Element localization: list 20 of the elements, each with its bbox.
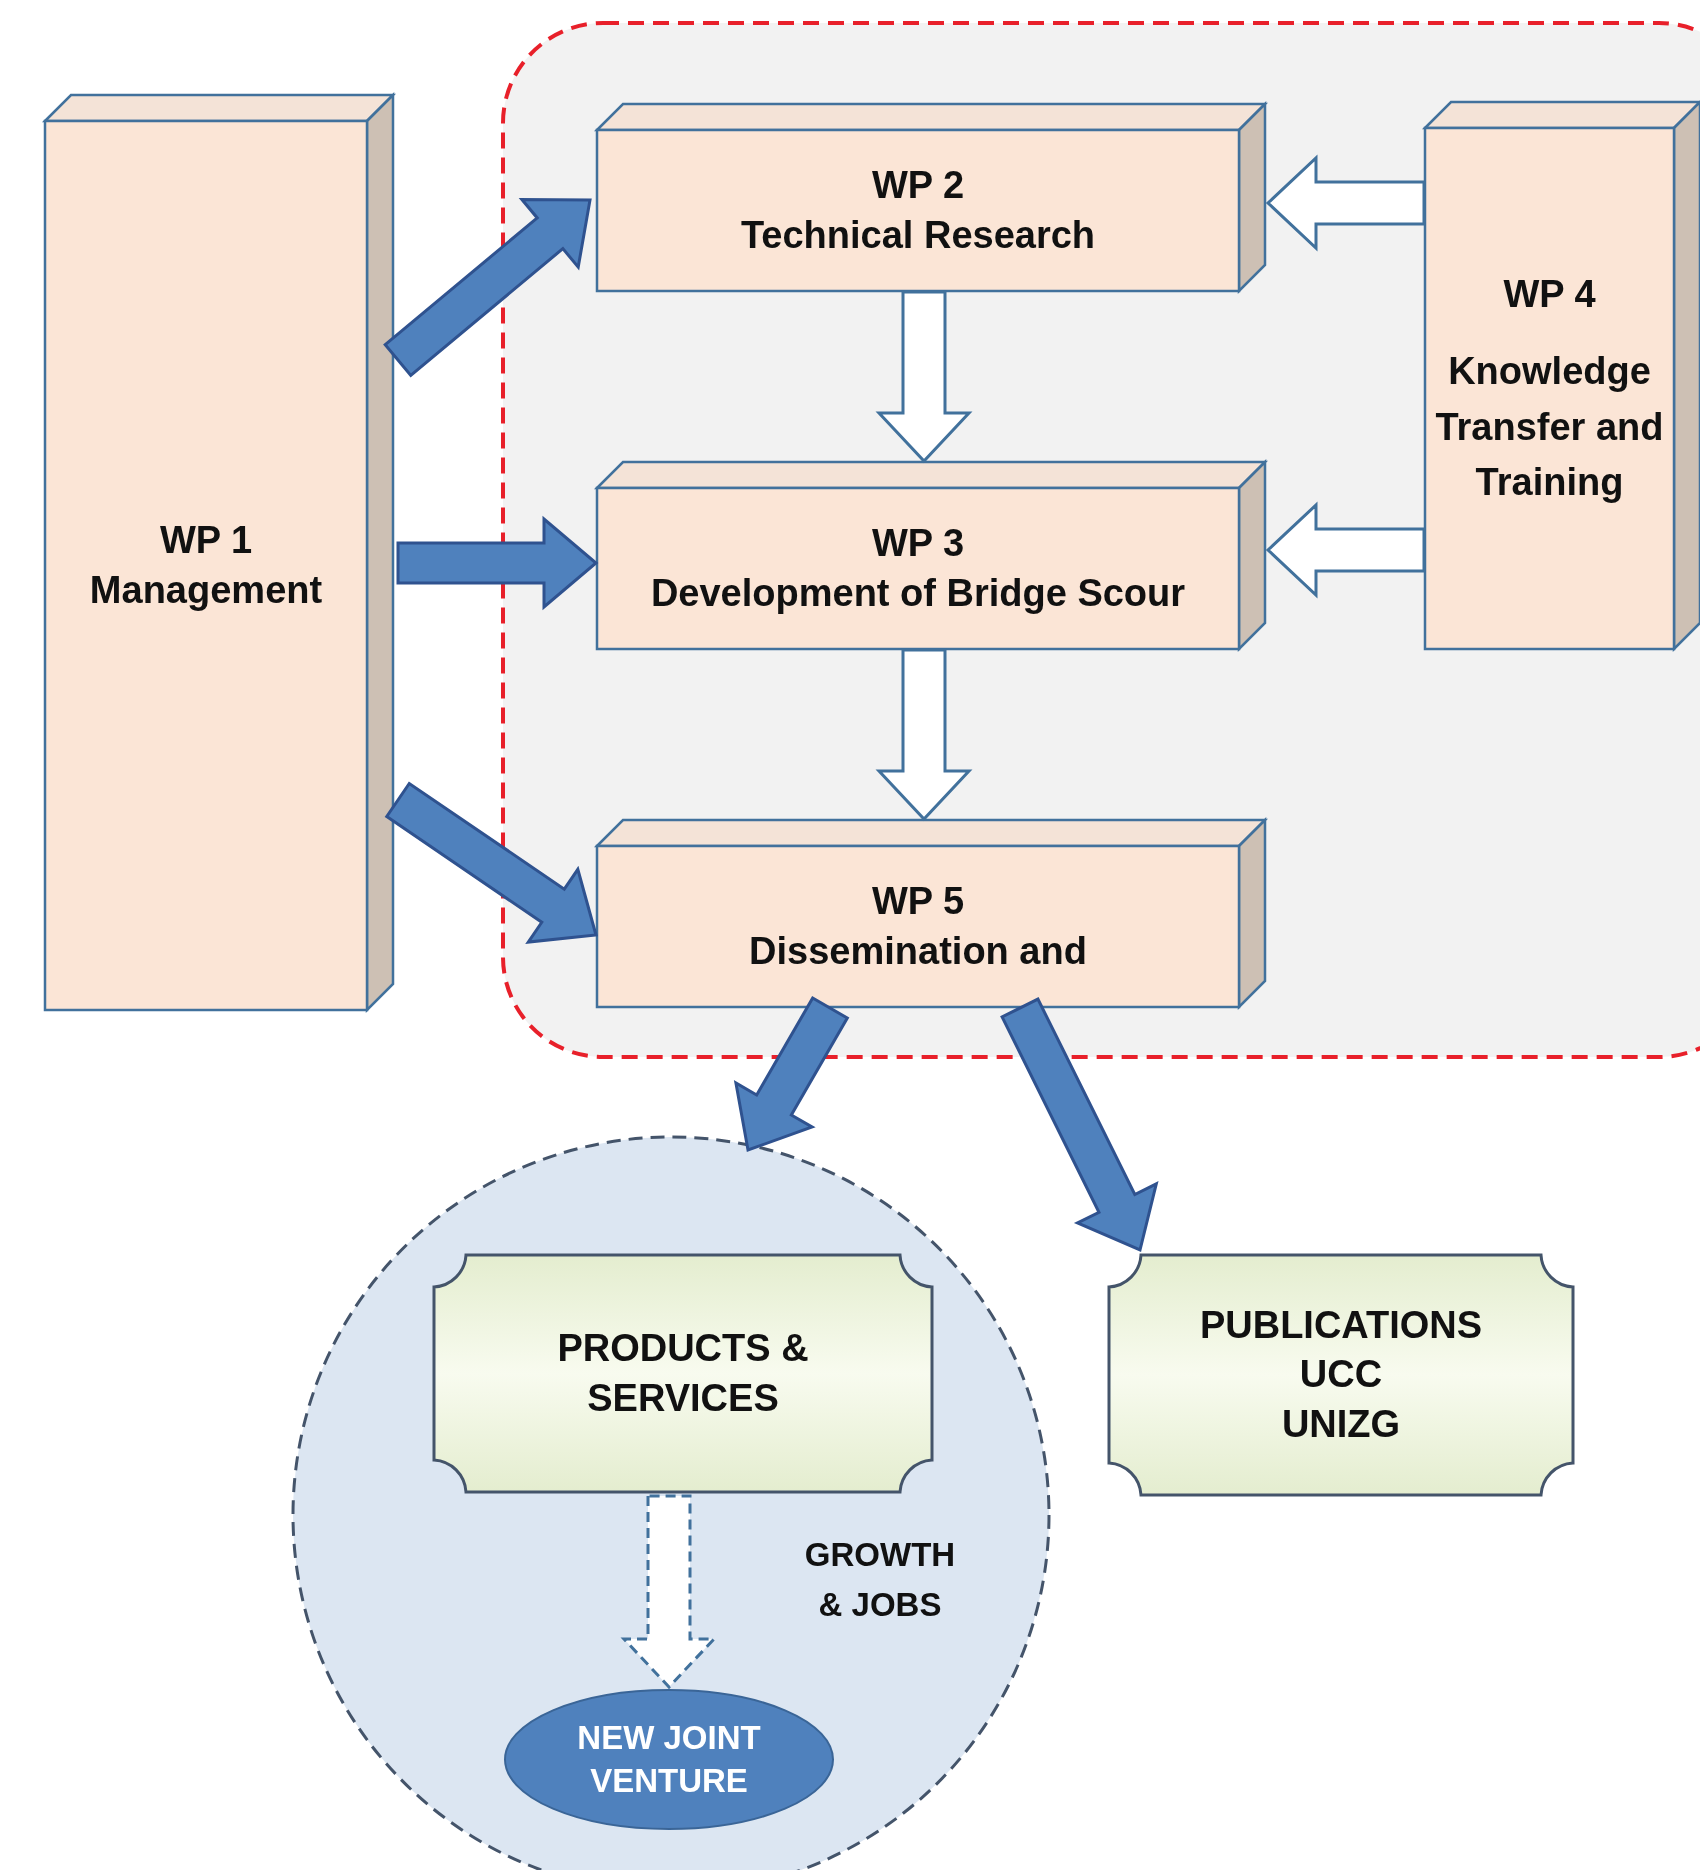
output-plaque [1107, 1253, 1575, 1497]
box-text: NEW JOINT VENTURE [576, 1717, 762, 1801]
box-text: UNIZG [1281, 1401, 1401, 1447]
block-arrow [1265, 501, 1426, 599]
note-text: GROWTH & JOBS [803, 1535, 957, 1625]
block-arrow [733, 995, 850, 1152]
venture-ellipse [503, 1688, 835, 1831]
dashed-arrow [620, 1494, 718, 1690]
block-arrow [384, 781, 598, 944]
block-arrow [875, 290, 973, 464]
box-text: UCC [1299, 1352, 1383, 1398]
dashed-region [501, 21, 1700, 1059]
block-arrow [1000, 997, 1159, 1253]
box-text: PRODUCTS & SERVICES [556, 1326, 810, 1421]
block-arrow [396, 515, 599, 611]
block-arrow [383, 197, 592, 378]
block-arrow [1265, 154, 1426, 252]
output-plaque [432, 1253, 934, 1494]
box-heading: PUBLICATIONS [1199, 1302, 1483, 1348]
block-arrow [875, 648, 973, 822]
